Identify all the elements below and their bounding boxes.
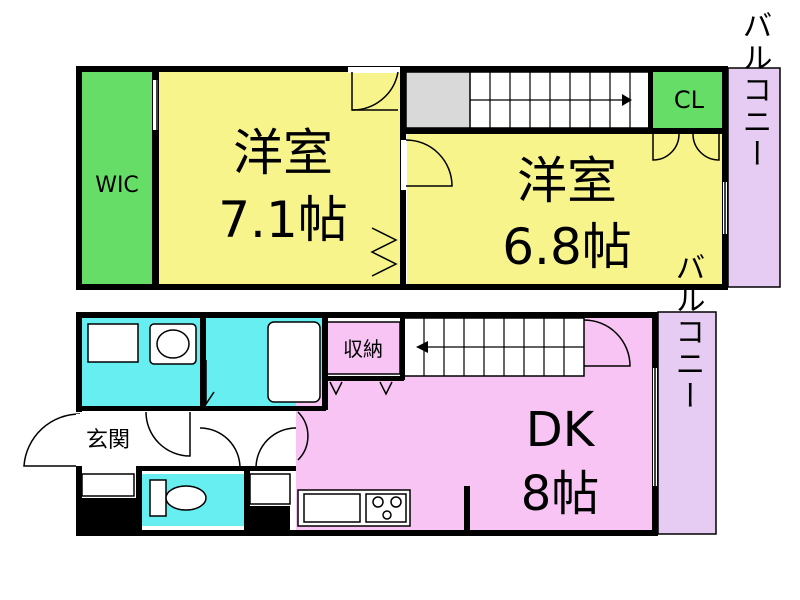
dk-name: DK: [526, 402, 596, 458]
entrance-area: [80, 412, 136, 466]
upper-balcony-label: バルコニー: [737, 10, 772, 170]
stairs-lower-arrow-icon: [416, 341, 428, 353]
room-7-1-name: 洋室: [233, 124, 333, 182]
toilet-bowl-icon: [165, 485, 207, 511]
bathtub-icon: [267, 321, 321, 403]
stairs-lower-treads: [423, 318, 584, 376]
upper-floor: WIC 洋室 7.1帖 CL 洋室 6.8帖 バルコニー: [76, 10, 781, 290]
lower-doors: [23, 319, 657, 486]
stairs-upper-treads: [470, 72, 631, 128]
room-6-8-size: 6.8帖: [502, 218, 632, 276]
shoe-box-icon: [81, 473, 135, 497]
cl-area: [653, 72, 726, 128]
cl-label: CL: [674, 86, 705, 114]
kitchen-sink-icon: [303, 493, 361, 523]
entrance-label: 玄関: [86, 428, 130, 453]
lower-walls: [76, 312, 658, 536]
wic-area: [80, 68, 153, 284]
fixtures: [81, 321, 411, 527]
room-7-1-size: 7.1帖: [218, 191, 348, 249]
dk-size: 8帖: [521, 466, 600, 522]
hall-area: [140, 408, 296, 474]
upper-doors: [153, 67, 727, 277]
upper-balcony-area: [727, 67, 781, 288]
lower-floor: 玄関 DK 8帖 収納 バルコニー: [23, 252, 717, 536]
toilet-tank-icon: [149, 479, 167, 517]
stairs-upper-arrow-icon: [622, 94, 632, 106]
room-6-8-name: 洋室: [517, 152, 617, 210]
lower-balcony-label: バルコニー: [670, 252, 705, 412]
room-6-8-area: [407, 134, 725, 284]
storage-label: 収納: [343, 337, 383, 361]
washing-machine-icon: [87, 323, 139, 363]
room-7-1-area: [159, 72, 404, 284]
lower-balcony-area: [657, 311, 717, 535]
storage-area: [325, 321, 401, 375]
wic-label: WIC: [95, 173, 139, 198]
side-cabinet-icon: [249, 473, 291, 505]
stairs-upper-landing: [405, 71, 471, 129]
